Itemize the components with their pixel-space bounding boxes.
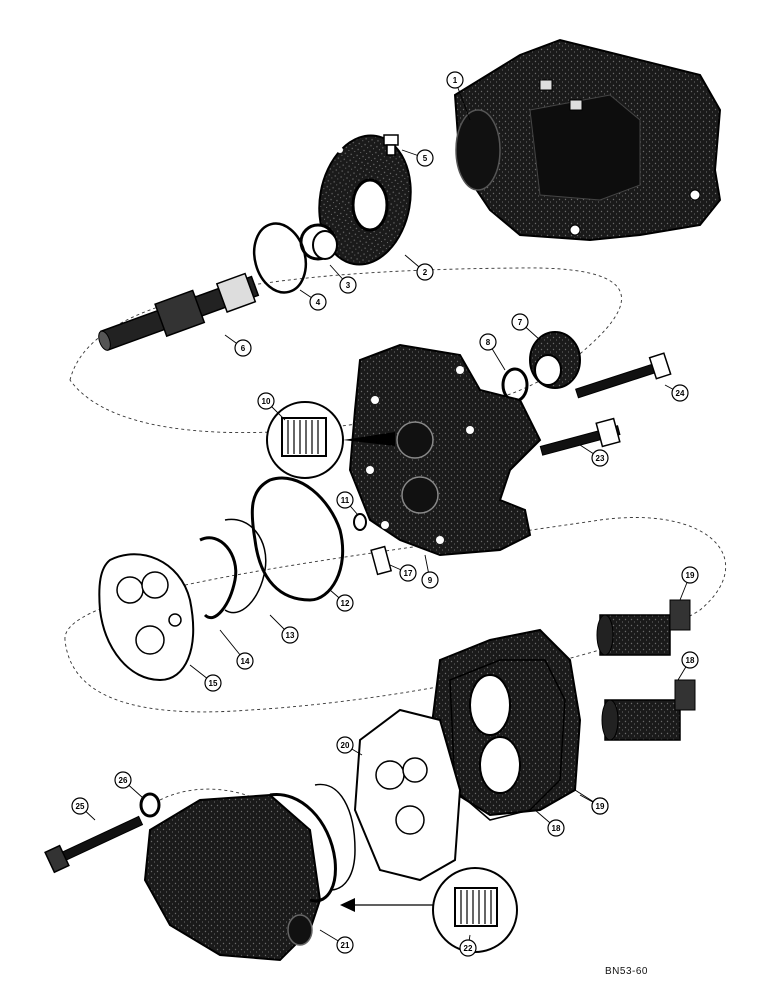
callout-label-p18b: 18 <box>552 824 561 833</box>
wear-plate-part-15 <box>98 553 195 682</box>
callout-circle-p18b <box>547 819 565 837</box>
callout-circle-p25 <box>71 797 89 815</box>
callout-label-p17: 17 <box>404 569 413 578</box>
callout-circle-p26 <box>114 771 132 789</box>
callout-label-p19b: 19 <box>596 802 605 811</box>
drive-shaft-part-6 <box>98 272 260 352</box>
end-housing-part-21 <box>143 793 322 962</box>
callout-label-p23: 23 <box>596 454 605 463</box>
callout-circle-p9 <box>421 571 439 589</box>
callout-label-p2: 2 <box>423 268 428 277</box>
seal-ring-lower-thin <box>314 783 356 891</box>
callout-label-p18a: 18 <box>686 656 695 665</box>
callout-label-p3: 3 <box>346 281 351 290</box>
needle-bearing-part-10 <box>266 401 395 479</box>
callout-circle-p17 <box>399 564 417 582</box>
assembly-guide-line-lower <box>64 517 727 713</box>
callout-label-p4: 4 <box>316 298 321 307</box>
callout-circle-p5 <box>416 149 434 167</box>
callout-label-p26: 26 <box>119 776 128 785</box>
callout-circle-p8 <box>479 333 497 351</box>
callout-circle-p18a <box>681 651 699 669</box>
callout-circle-p19b <box>591 797 609 815</box>
seal-part-13 <box>224 518 267 614</box>
gasket-part-12 <box>250 476 345 602</box>
callout-circle-p14 <box>236 652 254 670</box>
bolt-part-24 <box>575 352 672 399</box>
callout-label-p8: 8 <box>486 338 491 347</box>
callout-label-p9: 9 <box>428 576 433 585</box>
pump-housing-part-1 <box>453 38 722 242</box>
bearing-part-3 <box>299 223 338 261</box>
callout-label-p20: 20 <box>341 741 350 750</box>
callout-circle-p19a <box>681 566 699 584</box>
callout-circle-p13 <box>281 626 299 644</box>
callout-label-p6: 6 <box>241 344 246 353</box>
center-housing-part-9 <box>348 343 542 557</box>
callout-label-p21: 21 <box>341 941 350 950</box>
o-ring-part-4 <box>252 222 308 294</box>
seal-part-14 <box>199 536 238 619</box>
callout-circle-p1 <box>446 71 464 89</box>
callout-label-p5: 5 <box>423 154 428 163</box>
callout-circle-p21 <box>336 936 354 954</box>
seal-part-11 <box>353 513 367 531</box>
callout-circle-p11 <box>336 491 354 509</box>
callout-label-p14: 14 <box>241 657 250 666</box>
callout-label-p13: 13 <box>286 631 295 640</box>
callout-label-p24: 24 <box>676 389 685 398</box>
callout-circle-p2 <box>416 263 434 281</box>
wear-plate-part-20 <box>353 708 462 882</box>
callout-circle-p24 <box>671 384 689 402</box>
dowel-pin-part-17 <box>370 545 393 576</box>
gear-part-19-upper <box>596 599 691 656</box>
callout-label-p11: 11 <box>341 496 350 505</box>
figure-identifier: BN53-60 <box>605 966 648 977</box>
washer-part-26 <box>139 792 161 818</box>
callout-label-p12: 12 <box>341 599 350 608</box>
cover-plate-part-2 <box>318 134 412 266</box>
seal-ring-lower <box>269 792 337 903</box>
callout-circle-p15 <box>204 674 222 692</box>
callout-label-p1: 1 <box>453 76 458 85</box>
gear-housing-part-18 <box>449 659 566 821</box>
callout-circle-p20 <box>336 736 354 754</box>
gear-part-19-lower <box>601 679 696 741</box>
callout-circle-p4 <box>309 293 327 311</box>
callout-circle-p7 <box>511 313 529 331</box>
callout-circle-p10 <box>257 392 275 410</box>
bolt-part-23 <box>539 417 621 456</box>
callout-circle-p6 <box>234 339 252 357</box>
callout-circle-p12 <box>336 594 354 612</box>
needle-bearing-part-22 <box>340 867 518 953</box>
callout-label-p10: 10 <box>262 397 271 406</box>
callout-label-p22: 22 <box>464 944 473 953</box>
callout-circle-p23 <box>591 449 609 467</box>
bolt-part-25 <box>44 815 144 874</box>
callout-circle-p3 <box>339 276 357 294</box>
callout-label-p25: 25 <box>76 802 85 811</box>
callout-label-p19a: 19 <box>686 571 695 580</box>
bearing-part-7 <box>529 331 581 389</box>
callout-label-p7: 7 <box>518 318 523 327</box>
callout-circle-p22 <box>459 939 477 957</box>
screw-part-5 <box>383 134 399 156</box>
callout-label-p15: 15 <box>209 679 218 688</box>
